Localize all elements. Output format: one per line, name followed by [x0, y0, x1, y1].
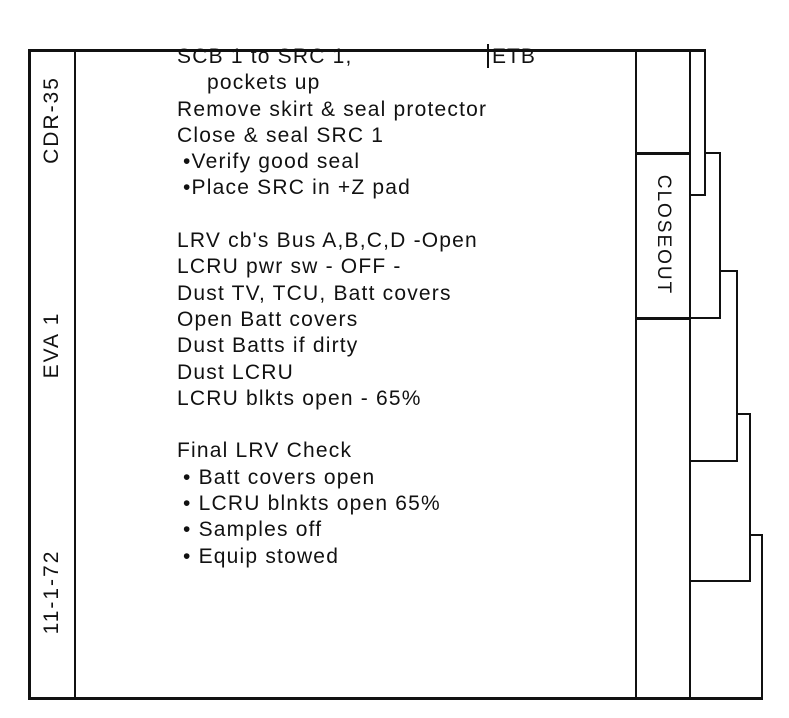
checklist-line: LCRU blkts open - 65%	[177, 386, 422, 410]
index-tab-4-base	[690, 580, 751, 582]
checklist-line: •Place SRC in +Z pad	[183, 176, 412, 200]
frame-left	[28, 49, 31, 700]
checklist-line	[177, 412, 487, 438]
checklist-line: Close & seal SRC 1	[177, 123, 385, 147]
checklist-line: pockets up	[207, 71, 321, 95]
etb-note: ETB	[487, 44, 536, 68]
index-tab-4-top	[738, 413, 750, 415]
divider-tabs	[689, 49, 691, 700]
index-tab-1	[704, 49, 706, 195]
index-tab-2	[719, 152, 721, 318]
closeout-tab-label: CLOSEOUT	[653, 174, 674, 296]
index-tab-5-top	[751, 534, 762, 536]
divider-side	[74, 49, 76, 700]
checklist-line: LCRU pwr sw - OFF -	[177, 255, 402, 279]
section-label: EVA 1	[40, 311, 63, 379]
divider-main	[635, 49, 637, 700]
closeout-box-bottom	[635, 317, 691, 320]
checklist-line: Final LRV Check	[177, 439, 353, 463]
checklist-line: Dust Batts if dirty	[177, 334, 359, 358]
index-tab-2-base	[690, 317, 721, 319]
index-tab-1-base	[690, 194, 706, 196]
page-id-label: CDR-35	[40, 76, 63, 164]
index-tab-3-top	[721, 270, 737, 272]
index-tab-3	[736, 270, 738, 461]
checklist-line: • LCRU blnkts open 65%	[183, 492, 441, 516]
date-label: 11-1-72	[40, 549, 63, 635]
frame-top	[28, 49, 706, 52]
index-tab-4	[749, 413, 751, 581]
frame-bottom	[28, 697, 763, 700]
index-tab-5	[761, 534, 763, 700]
checklist-line: •Verify good seal	[183, 150, 361, 174]
checklist-line: Open Batt covers	[177, 307, 359, 331]
checklist-line: • Samples off	[183, 518, 323, 542]
checklist-line	[177, 202, 487, 228]
checklist-line: • Batt covers open	[183, 465, 376, 489]
checklist-line: Remove skirt & seal protector	[177, 97, 488, 121]
closeout-box-top	[635, 152, 691, 155]
index-tab-2-top	[706, 152, 720, 154]
checklist-line: LRV cb's Bus A,B,C,D -Open	[177, 229, 478, 253]
index-tab-3-base	[690, 460, 738, 462]
checklist-line: • Equip stowed	[183, 544, 340, 568]
checklist-line: Dust LCRU	[177, 360, 294, 384]
checklist-line: SCB 1 to SRC 1,	[177, 45, 353, 68]
checklist-line: Dust TV, TCU, Batt covers	[177, 281, 452, 305]
